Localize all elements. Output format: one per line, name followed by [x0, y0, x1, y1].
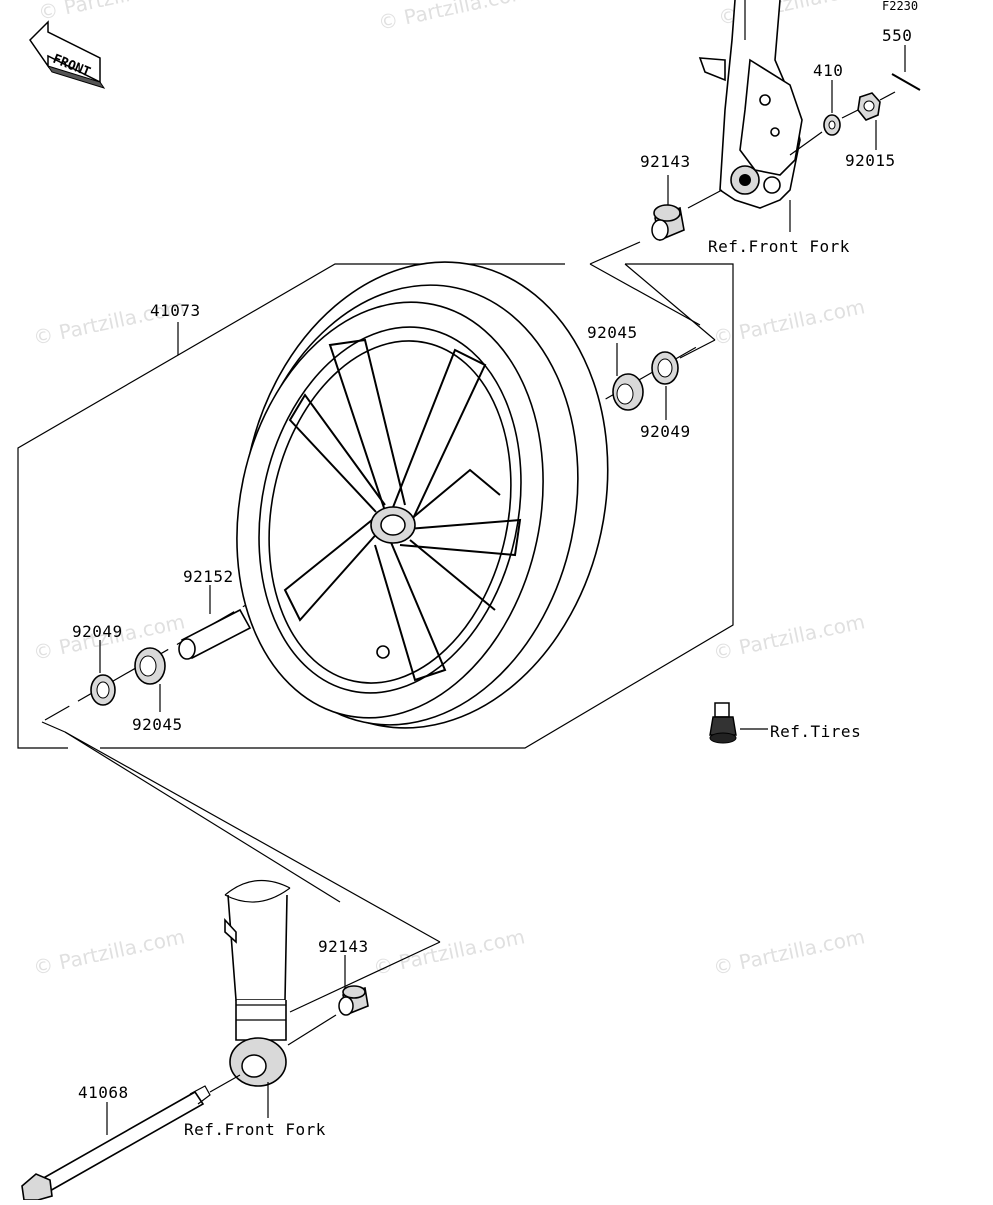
lower-front-fork: [224, 879, 291, 1118]
part-41068[interactable]: 41068: [21, 1074, 241, 1201]
part-92049-right[interactable]: 92049: [640, 351, 691, 441]
part-92045-right[interactable]: 92045: [587, 323, 644, 411]
part-92015[interactable]: 92015: [841, 91, 896, 170]
part-550[interactable]: 550: [882, 26, 921, 91]
ref-front-fork-bottom[interactable]: Ref.Front Fork: [184, 1120, 326, 1139]
part-label: 92049: [640, 422, 691, 441]
watermark: © Partzilla.com: [376, 0, 532, 35]
part-label: 92015: [845, 151, 896, 170]
front-wheel[interactable]: [200, 228, 650, 763]
part-410[interactable]: 410: [789, 61, 843, 156]
ref-front-fork-top[interactable]: Ref.Front Fork: [708, 237, 850, 256]
ref-tires[interactable]: Ref.Tires: [770, 722, 861, 741]
front-direction-arrow: FRONT: [29, 20, 106, 89]
watermark: © Partzilla.com: [371, 924, 527, 980]
watermark: © Partzilla.com: [711, 924, 867, 980]
part-label: 92152: [183, 567, 234, 586]
part-92152[interactable]: 92152: [178, 567, 252, 660]
part-label: 92045: [587, 323, 638, 342]
part-92045-left[interactable]: 92045: [132, 647, 183, 734]
part-label: 92049: [72, 622, 123, 641]
watermark: © Partzilla.com: [711, 609, 867, 665]
watermark: © Partzilla.com: [711, 294, 867, 350]
upper-front-fork: [698, 0, 803, 209]
part-label: 550: [882, 26, 912, 45]
watermark: © Partzilla.com: [31, 924, 187, 980]
part-label: 41068: [78, 1083, 129, 1102]
part-label: 92143: [318, 937, 369, 956]
part-label: 92045: [132, 715, 183, 734]
part-label-41073[interactable]: 41073: [150, 301, 201, 320]
part-92143-bottom[interactable]: 92143: [287, 937, 369, 1046]
part-label: 92143: [640, 152, 691, 171]
part-label: 410: [813, 61, 843, 80]
part-92143-top[interactable]: 92143: [640, 152, 723, 242]
assembly-outline: [17, 241, 734, 1013]
part-92049-left[interactable]: 92049: [72, 622, 123, 706]
watermark: © Partzilla.com: [36, 0, 192, 25]
tire-valve[interactable]: [709, 702, 768, 744]
figure-code: F2230: [882, 0, 918, 13]
